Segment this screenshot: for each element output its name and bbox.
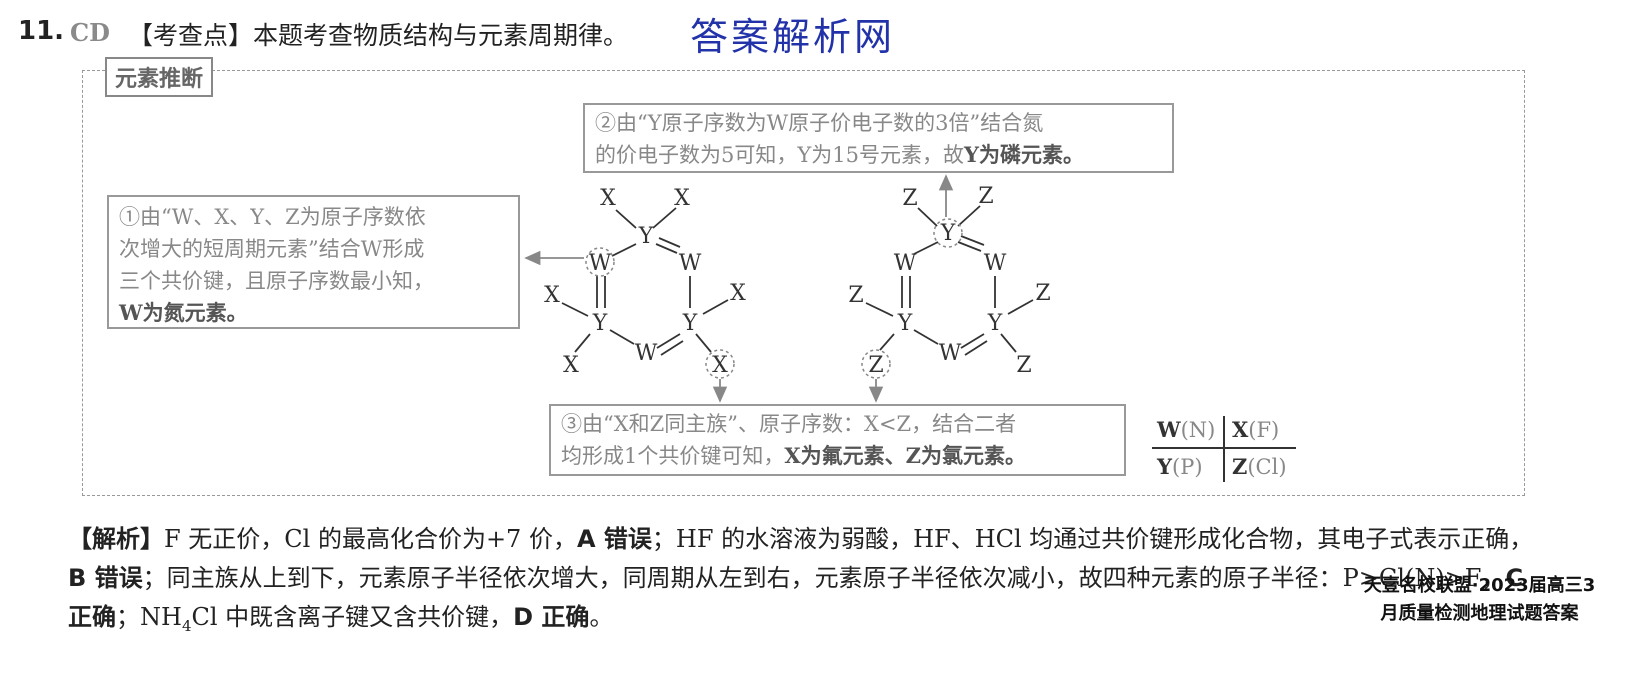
option-d-verdict: D 正确 — [513, 603, 590, 631]
atom-w: W — [894, 251, 917, 276]
corner-stamp-line: 月质量检测地理试题答案 — [1380, 603, 1579, 624]
inference-box-xz: ③由“X和Z同主族”、原子序数：X<Z，结合二者 均形成1个共价键可知，X为氟元… — [549, 404, 1126, 476]
left-molecule-atoms: X X Y W W X X Y Y W X X — [544, 186, 746, 378]
watermark-text: 答案解析网 — [690, 15, 896, 59]
atom-x: X — [712, 353, 728, 378]
atom-y: Y — [897, 311, 913, 336]
table-lines — [1152, 416, 1296, 482]
atom-w: W — [984, 251, 1007, 276]
atom-x: X — [563, 353, 579, 378]
table-cell-w: W(N) — [1157, 417, 1216, 442]
box2-line: 的价电子数为5可知，Y为15号元素，故Y为磷元素。 — [595, 139, 1162, 171]
table-cell-y: Y(P) — [1157, 454, 1203, 479]
box2-line: ②由“Y原子序数为W原子价电子数的3倍”结合氮 — [595, 111, 1044, 135]
atom-w: W — [635, 341, 658, 366]
highlight-circle-z — [861, 349, 891, 379]
atom-y: Y — [638, 224, 654, 249]
analysis-paragraph: 【解析】F 无正价，Cl 的最高化合价为+7 价，A 错误；HF 的水溶液为弱酸… — [68, 520, 1538, 646]
atom-w: W — [939, 341, 962, 366]
box1-conclusion: W为氮元素。 — [119, 300, 248, 325]
analysis-label: 【解析】 — [68, 525, 164, 553]
right-molecule-atoms: Z Z Y W W Z Z Y Y W Z Z — [848, 184, 1050, 378]
atom-w: W — [589, 251, 612, 276]
pointer-arrows — [524, 174, 954, 403]
frame-label: 元素推断 — [105, 57, 214, 97]
question-number: 11. — [18, 16, 65, 46]
highlight-circle-w — [585, 247, 615, 277]
atom-z: Z — [1016, 353, 1031, 378]
atom-z: Z — [902, 186, 917, 211]
atom-z: Z — [868, 353, 883, 378]
box2-text: 的价电子数为5可知，Y为15号元素，故 — [595, 143, 964, 167]
atom-z: Z — [848, 283, 863, 308]
box1-line: W为氮元素。 — [119, 297, 508, 329]
right-molecule-bonds — [865, 205, 1034, 356]
atom-w: W — [679, 251, 702, 276]
box3-text: 均形成1个共价键可知， — [561, 444, 785, 468]
answer-choices: CD — [70, 18, 110, 47]
highlight-circle-y — [933, 218, 963, 248]
left-molecule-bonds — [561, 207, 729, 356]
highlight-circle-x — [705, 349, 735, 379]
box3-line: 均形成1个共价键可知，X为氟元素、Z为氯元素。 — [561, 440, 1114, 472]
inference-frame — [82, 70, 1525, 496]
box1-line: ①由“W、X、Y、Z为原子序数依 — [119, 205, 426, 229]
corner-stamp: 天壹名校联盟·2023届高三3 月质量检测地理试题答案 — [1310, 572, 1649, 628]
atom-z: Z — [1035, 281, 1050, 306]
table-cell-x: X(F) — [1232, 417, 1280, 442]
analysis-text: ；同主族从上到下，元素原子半径依次增大，同周期从左到右，元素原子半径依次减小，故… — [142, 564, 1506, 592]
box2-conclusion: Y为磷元素。 — [963, 142, 1084, 167]
atom-x: X — [730, 281, 746, 306]
atom-x: X — [600, 186, 616, 211]
inference-box-y: ②由“Y原子序数为W原子价电子数的3倍”结合氮 的价电子数为5可知，Y为15号元… — [583, 103, 1174, 173]
option-b-verdict: B 错误 — [68, 564, 143, 592]
analysis-text: ；HF 的水溶液为弱酸，HF、HCl 均通过共价键形成化合物，其电子式表示正确， — [651, 525, 1534, 553]
atom-y: Y — [682, 311, 698, 336]
option-c-verdict: C 正确 — [68, 564, 1524, 631]
atom-z: Z — [978, 184, 993, 209]
atom-y: Y — [592, 311, 608, 336]
option-a-verdict: A 错误 — [576, 525, 652, 553]
atom-x: X — [674, 186, 690, 211]
inference-box-w: ①由“W、X、Y、Z为原子序数依 次增大的短周期元素”结合W形成 三个共价键，且… — [107, 195, 520, 329]
element-table: W(N) X(F) Y(P) Z(Cl) — [1152, 412, 1296, 484]
analysis-text: ；NH — [116, 603, 182, 631]
table-cell-z: Z(Cl) — [1232, 454, 1287, 479]
box3-conclusion: X为氟元素、Z为氯元素。 — [784, 443, 1026, 468]
box1-line: 三个共价键，且原子序数最小知， — [119, 269, 434, 293]
atom-x: X — [544, 283, 560, 308]
analysis-text: Cl 中既含离子键又含共价键， — [191, 603, 514, 631]
subscript-4: 4 — [181, 616, 192, 635]
atom-y: Y — [987, 311, 1003, 336]
box1-line: 次增大的短周期元素”结合W形成 — [119, 237, 425, 261]
corner-stamp-line: 天壹名校联盟·2023届高三3 — [1363, 575, 1596, 596]
analysis-text: F 无正价，Cl 的最高化合价为+7 价， — [164, 525, 577, 553]
box3-line: ③由“X和Z同主族”、原子序数：X<Z，结合二者 — [561, 412, 1017, 436]
atom-y: Y — [940, 221, 956, 246]
analysis-text: 。 — [589, 603, 614, 631]
exam-point: 【考查点】本题考查物质结构与元素周期律。 — [128, 21, 629, 50]
